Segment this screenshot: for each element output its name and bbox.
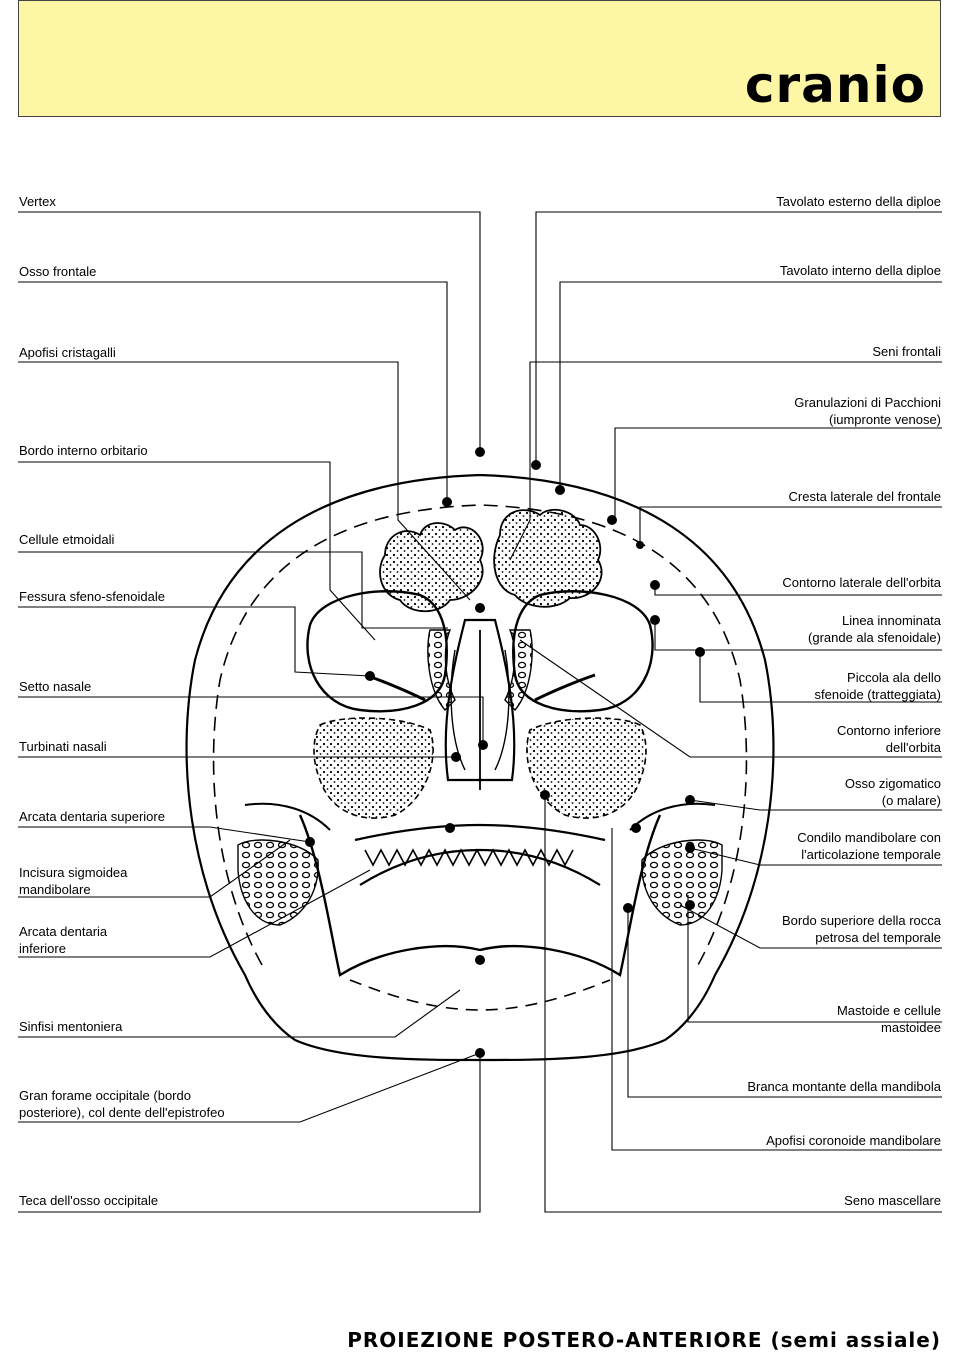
mastoid-cells [237,839,723,926]
label-sinfisi-mentoniera: Sinfisi mentoniera [19,1019,123,1034]
label-teca-osso-occipitale: Teca dell'osso occipitale [19,1193,159,1208]
label-gran-forame-occipitale: Gran forame occipitale (bordo posteriore… [19,1088,225,1120]
footer-caption: PROIEZIONE POSTERO-ANTERIORE (semi assia… [347,1328,941,1352]
label-cresta-laterale-frontale: Cresta laterale del frontale [788,489,941,504]
label-mastoide-cellule: Mastoide e cellule mastoidee [836,1003,941,1035]
label-seni-frontali: Seni frontali [872,344,941,359]
label-apofisi-coronoide: Apofisi coronoide mandibolare [766,1133,941,1148]
label-linea-innominata: Linea innominata (grande ala sfenoidale) [808,613,941,645]
frontal-sinuses [379,508,603,613]
label-bordo-rocca-petrosa: Bordo superiore della rocca petrosa del … [782,913,941,945]
label-contorno-inferiore-orbita: Contorno inferiore dell'orbita [836,723,941,755]
title-banner: cranio [18,0,941,117]
label-tavolato-interno: Tavolato interno della diploe [779,263,941,278]
label-fessura-sfeno-sfenoidale: Fessura sfeno-sfenoidale [19,589,165,604]
maxillary-sinuses [313,717,647,819]
leader-lines [18,211,942,1213]
label-contorno-laterale-orbita: Contorno laterale dell'orbita [782,575,941,590]
label-piccola-ala-sfenoide: Piccola ala dello sfenoide (tratteggiata… [814,670,941,702]
label-apofisi-cristagalli: Apofisi cristagalli [19,345,116,360]
label-osso-frontale: Osso frontale [19,264,97,279]
label-bordo-interno-orbitario: Bordo interno orbitario [19,443,148,458]
label-branca-montante: Branca montante della mandibola [747,1079,941,1094]
label-arcata-dentaria-inferiore: Arcata dentaria inferiore [19,924,108,956]
label-incisura-sigmoidea: Incisura sigmoidea mandibolare [19,865,128,897]
nasal-cavity [444,618,516,790]
ethmoid-cells [427,629,533,712]
dental-arches [244,802,716,1011]
label-setto-nasale: Setto nasale [19,679,92,694]
label-arcata-dentaria-superiore: Arcata dentaria superiore [19,809,165,824]
label-seno-mascellare: Seno mascellare [844,1193,941,1208]
label-condilo-mandibolare: Condilo mandibolare con l'articolazione … [797,830,941,862]
skull-outline [185,473,775,1062]
leader-dots [305,447,705,1058]
label-cellule-etmoidali: Cellule etmoidali [19,532,115,547]
page-title: cranio [744,56,926,114]
label-vertex: Vertex [19,194,56,209]
label-osso-zigomatico: Osso zigomatico (o malare) [844,776,941,808]
label-granulazioni-pacchioni: Granulazioni di Pacchioni (iumpronte ven… [794,395,941,427]
label-tavolato-esterno: Tavolato esterno della diploe [776,194,941,209]
label-turbinati-nasali: Turbinati nasali [19,739,107,754]
